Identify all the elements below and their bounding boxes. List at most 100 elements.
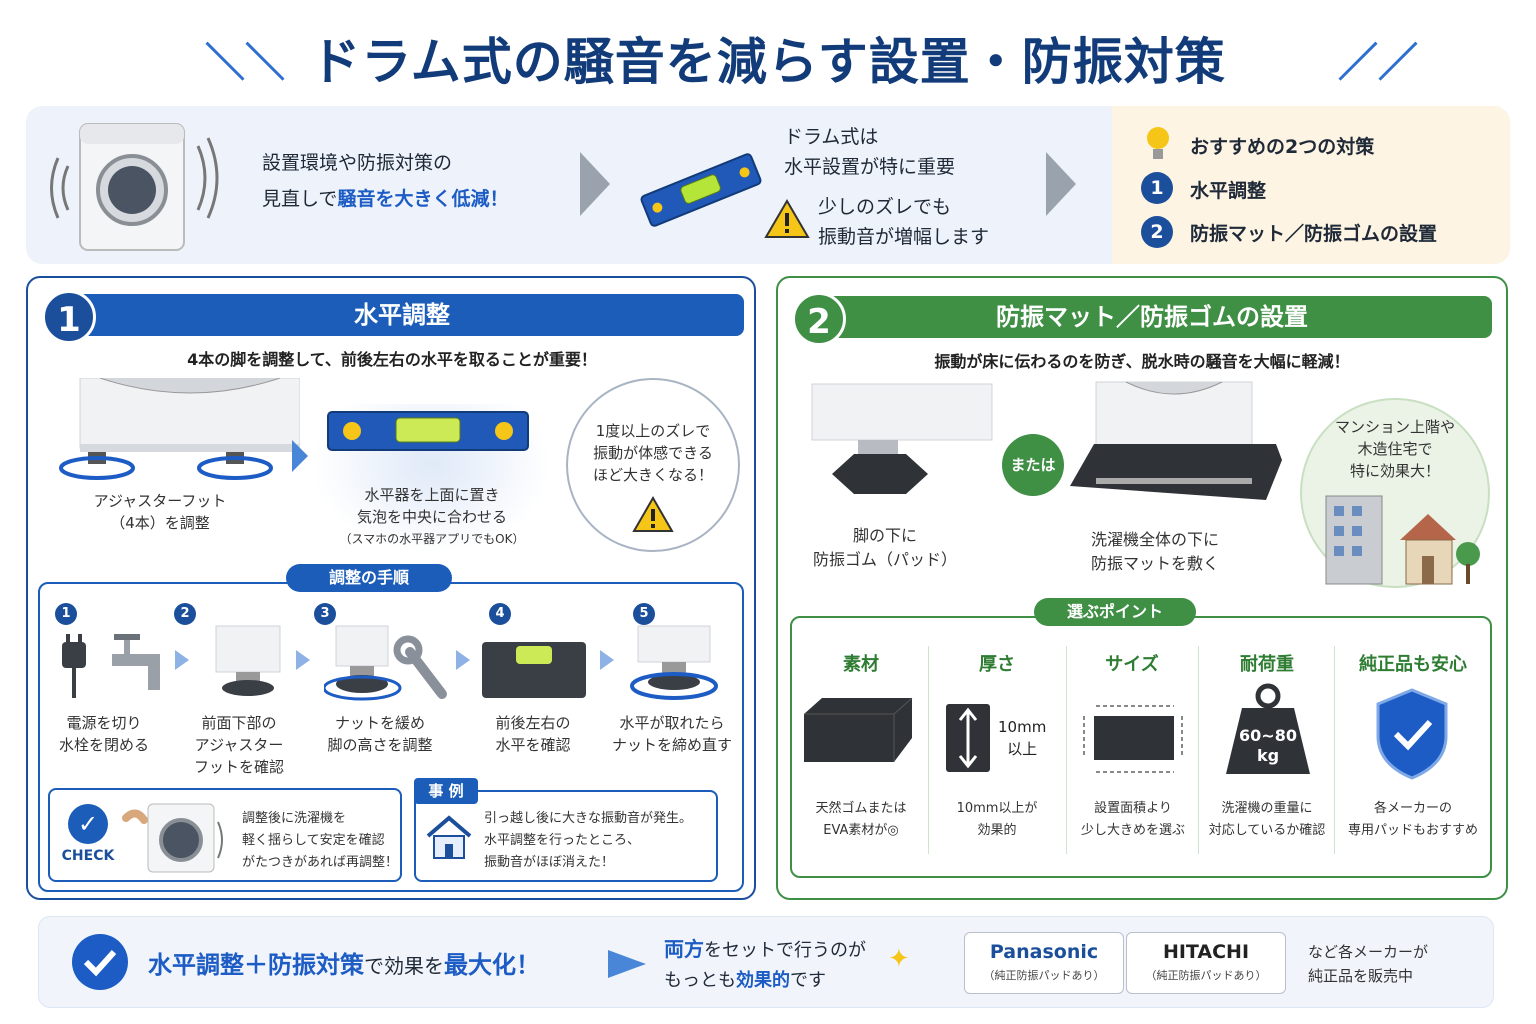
leveling-header: 水平調整 (60, 294, 744, 336)
tip2-label: 防振マット／防振ゴムの設置 (1190, 223, 1438, 245)
step2-number: 2 (174, 603, 196, 625)
level-title1: ドラム式は (784, 126, 879, 148)
check-line2: 軽く揺らして安定を確認 (242, 833, 385, 848)
page-title: ドラム式の騒音を減らす設置・防振対策 (310, 33, 1226, 91)
weight-value: 60~80 (1239, 726, 1297, 745)
wrench-nut-icon (324, 625, 447, 701)
footer-message-em2: 効果的 (736, 970, 790, 991)
panasonic-note: （純正防振パッドあり） (983, 969, 1105, 982)
washing-machine-icon (50, 123, 219, 251)
check-text: 調整後に洗濯機を 軽く揺らして安定を確認 がたつきがあれば再調整！ (242, 808, 398, 874)
point-size-line2: 少し大きめを選ぶ (1080, 823, 1185, 838)
check-icon: ✓ (68, 804, 108, 844)
chevron-right-icon (456, 650, 470, 670)
panasonic-brand: Panasonic （純正防振パッドあり） (964, 932, 1124, 994)
step5-line1: 水平が取れたら (619, 714, 725, 732)
weight-unit: kg (1256, 746, 1280, 765)
adjuster-caption-line2: （4本）を調整 (110, 514, 210, 532)
check-box (48, 788, 402, 882)
step1-line2: 水栓を閉める (58, 736, 149, 754)
intro-message: 設置環境や防振対策の 見直しで騒音を大きく低減！ (262, 145, 582, 217)
point-size-line1: 設置面積より (1094, 801, 1172, 816)
tip2-number: 2 (1141, 216, 1173, 248)
thickness-unit: 以上 (1007, 740, 1038, 758)
divider (928, 646, 929, 854)
footer-message-text2: もっとも (664, 970, 736, 991)
washing-machine-icon (122, 803, 223, 873)
deviation-line2: 振動が体感できる (593, 444, 713, 462)
check-label: CHECK (61, 848, 115, 864)
step5-number: 5 (633, 603, 655, 625)
hitachi-logo-text: HITACHI (1162, 941, 1250, 963)
adjuster-foot-caption: アジャスターフット （4本）を調整 (60, 490, 260, 534)
section2-number: 2 (792, 292, 846, 346)
point-genuine-line1: 各メーカーの (1373, 801, 1452, 816)
chevron-right-icon (296, 650, 310, 670)
title-decoration-left-icon: ＼＼ (205, 40, 285, 86)
footer-headline-em2: 最大化！ (444, 951, 540, 979)
point-load-caption: 洗濯機の重量に対応しているか確認 (1202, 798, 1332, 842)
spirit-level-icon (640, 153, 762, 227)
point-thickness-title: 厚さ (979, 654, 1015, 675)
leveling-subtitle: 4本の脚を調整して、前後左右の水平を取ることが重要！ (187, 350, 597, 369)
arrow-right-icon (608, 950, 646, 978)
point-material-line1: 天然ゴムまたは (815, 801, 907, 816)
arrow-right-icon (1046, 152, 1076, 216)
arrow-right-icon (580, 152, 610, 216)
chevron-right-icon (175, 650, 189, 670)
title-decoration-right-icon: ／／ (1338, 40, 1418, 86)
warning-line1: 少しのズレでも (818, 196, 952, 218)
step1-line1: 電源を切り (66, 714, 142, 732)
step5-line2: ナットを締め直す (611, 736, 732, 754)
step1-caption: 電源を切り水栓を閉める (40, 712, 168, 756)
rubber-block-icon (804, 697, 913, 762)
recommend-text: マンション上階や 木造住宅で 特に効果大！ (1300, 416, 1490, 482)
step3-caption: ナットを緩め脚の高さを調整 (310, 712, 450, 756)
adjuster-caption-line1: アジャスターフット (93, 492, 227, 510)
shield-check-icon (1376, 688, 1448, 780)
deviation-line1: 1度以上のズレで (595, 422, 711, 440)
step4-number: 4 (489, 603, 511, 625)
section1-number: 1 (42, 290, 96, 344)
level-caption: 水平器を上面に置き 気泡を中央に合わせる （スマホの水平器アプリでもOK） (312, 484, 552, 550)
steps-title: 調整の手順 (286, 564, 452, 592)
point-material-line2: EVA素材が◎ (823, 823, 899, 838)
pad-caption-line1: 脚の下に (852, 526, 917, 545)
case-label: 事 例 (414, 778, 478, 804)
recommend-line1: マンション上階や (1334, 418, 1455, 436)
footer-message: 両方をセットで行うのが もっとも効果的です (664, 934, 866, 996)
intro-line2-pre: 見直しで (262, 188, 338, 210)
footer-message-text1: をセットで行うのが (704, 940, 866, 961)
step2-caption: 前面下部のアジャスターフットを確認 (172, 712, 306, 778)
point-size-title: サイズ (1105, 654, 1159, 675)
point-thickness-caption: 10mm以上が効果的 (932, 798, 1062, 842)
mat-caption-line1: 洗濯機全体の下に (1090, 530, 1219, 549)
level-message: ドラム式は 水平設置が特に重要 (784, 122, 1044, 182)
point-material-title: 素材 (843, 654, 879, 675)
footer-message-text3: です (790, 970, 826, 991)
step2-line2: アジャスター (194, 736, 284, 754)
point-material-caption: 天然ゴムまたは EVA素材が◎ (796, 798, 926, 842)
footer-note-line1: など各メーカーが (1308, 943, 1429, 961)
leveling-panel (26, 276, 756, 900)
point-thickness-line1: 10mm以上が (956, 801, 1038, 816)
footer-message-em1: 両方 (664, 937, 704, 961)
recommend-line2: 木造住宅で (1357, 440, 1433, 458)
point-thickness-line2: 効果的 (977, 823, 1017, 838)
deviation-text: 1度以上のズレで 振動が体感できる ほど大きくなる！ (566, 420, 740, 486)
pad-caption-line2: 防振ゴム（パッド） (812, 550, 957, 569)
warning-line2: 振動音が増幅します (818, 226, 990, 248)
point-load-title: 耐荷重 (1240, 654, 1294, 675)
check-line1: 調整後に洗濯機を (242, 811, 347, 826)
adjuster-foot-icon (215, 625, 281, 696)
divider (1198, 646, 1199, 854)
size-mat-icon (1083, 705, 1183, 773)
step4-line2: 水平を確認 (495, 736, 571, 754)
tip1-label: 水平調整 (1190, 180, 1267, 202)
point-load-line1: 洗濯機の重量に (1221, 801, 1313, 816)
panasonic-logo-text: Panasonic (989, 941, 1099, 963)
thickness-icon (946, 704, 990, 772)
point-load-line2: 対応しているか確認 (1208, 823, 1326, 838)
